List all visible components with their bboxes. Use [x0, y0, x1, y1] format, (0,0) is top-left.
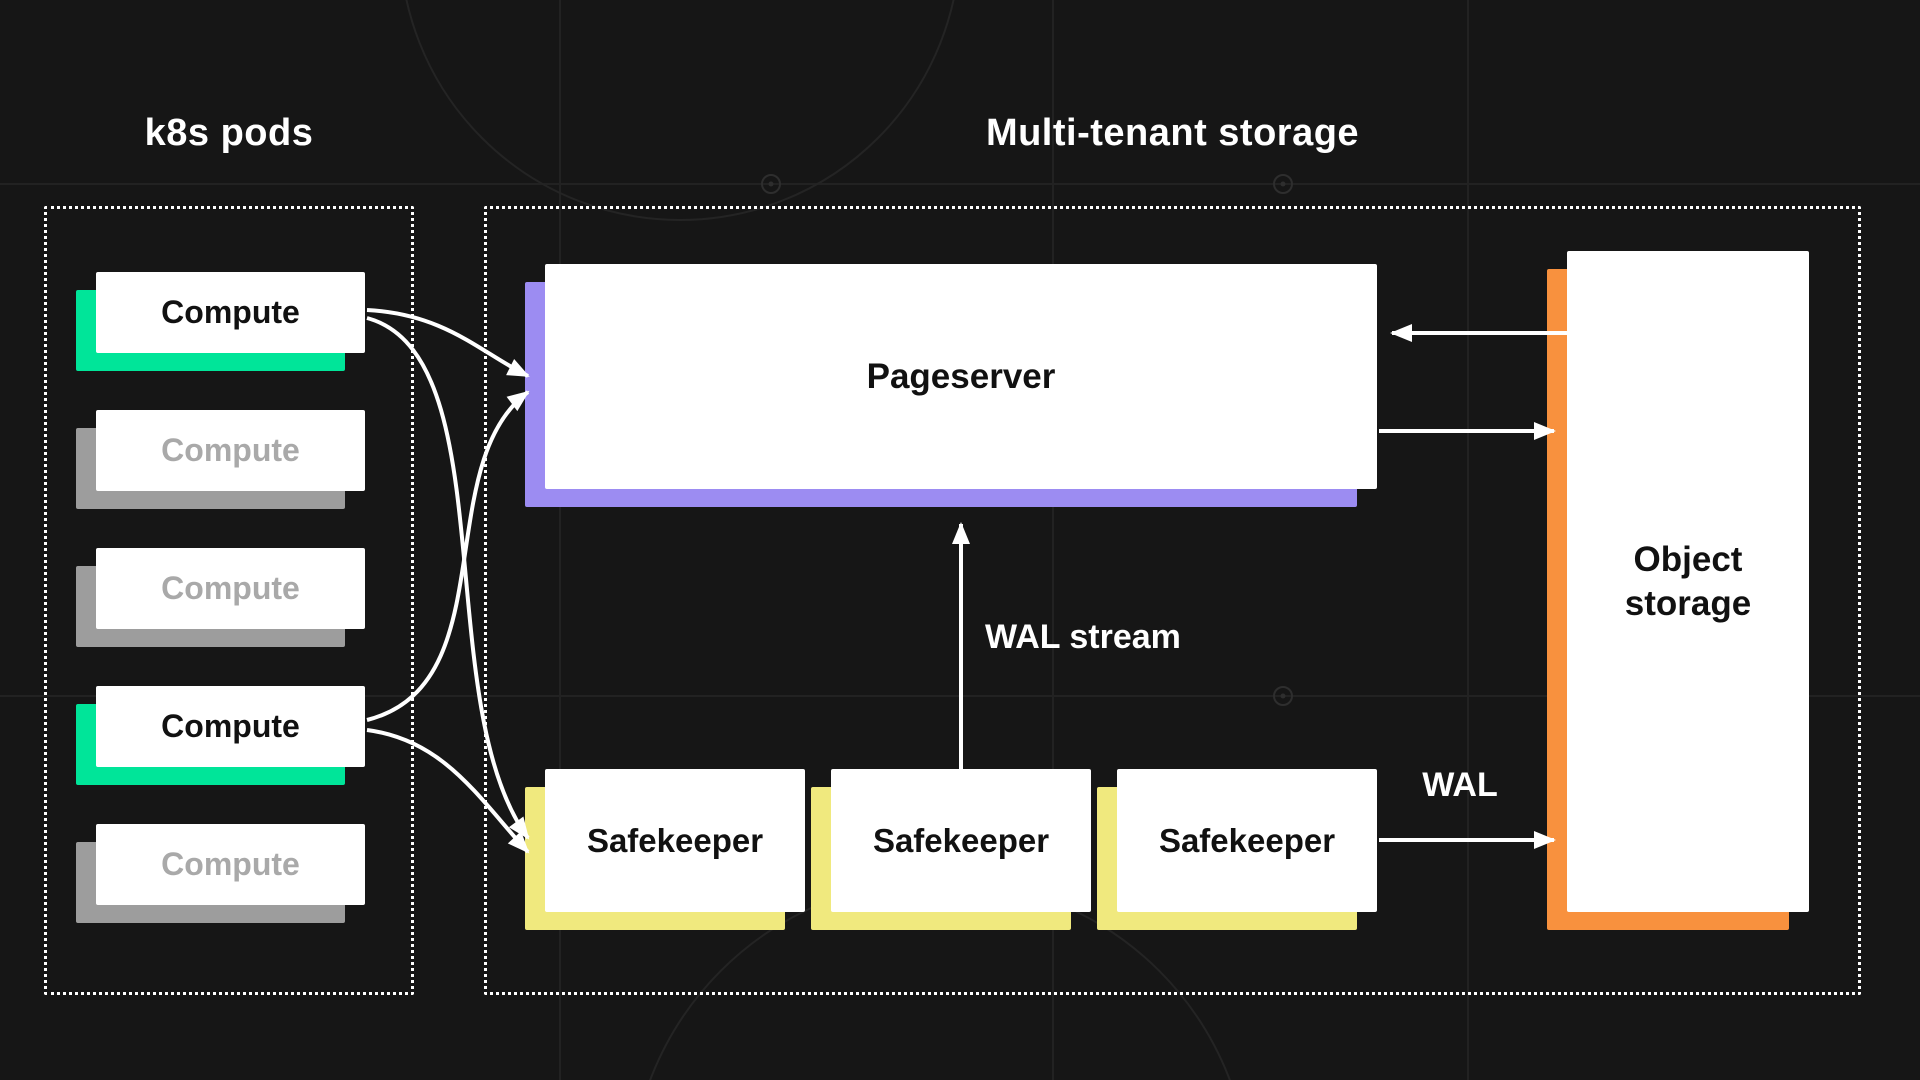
- pageserver-label: Pageserver: [866, 356, 1056, 396]
- compute-pod-5: Compute: [76, 824, 365, 923]
- pageserver-face: Pageserver: [545, 264, 1377, 489]
- compute-pod-4: Compute: [76, 686, 365, 785]
- compute-pod-3: Compute: [76, 548, 365, 647]
- safekeeper-face: Safekeeper: [545, 769, 805, 912]
- safekeeper-box-3: Safekeeper: [1097, 769, 1377, 930]
- compute-pod-label: Compute: [161, 432, 300, 468]
- safekeeper-box-1: Safekeeper: [525, 769, 805, 930]
- pod-face: Compute: [96, 686, 365, 767]
- safekeeper-face: Safekeeper: [831, 769, 1091, 912]
- pod-face: Compute: [96, 272, 365, 353]
- pod-face: Compute: [96, 410, 365, 491]
- safekeeper-label: Safekeeper: [872, 821, 1050, 859]
- compute-pod-label: Compute: [161, 708, 300, 744]
- object-storage-label: Object storage: [1624, 539, 1752, 623]
- multi-tenant-storage-title: Multi-tenant storage: [985, 112, 1360, 154]
- safekeeper-face: Safekeeper: [1117, 769, 1377, 912]
- wal-label: WAL: [1422, 766, 1498, 804]
- compute-pod-label: Compute: [161, 570, 300, 606]
- compute-pod-label: Compute: [161, 294, 300, 330]
- wal-stream-label: WAL stream: [985, 618, 1181, 656]
- safekeeper-label: Safekeeper: [586, 821, 764, 859]
- pageserver-box: Pageserver: [525, 264, 1377, 507]
- compute-pod-label: Compute: [161, 846, 300, 882]
- object-storage-box: Object storage: [1547, 251, 1809, 930]
- object-storage-face: Object storage: [1567, 251, 1809, 912]
- safekeeper-box-2: Safekeeper: [811, 769, 1091, 930]
- compute-pod-1: Compute: [76, 272, 365, 371]
- pod-face: Compute: [96, 824, 365, 905]
- k8s-pods-title: k8s pods: [144, 112, 314, 154]
- safekeeper-label: Safekeeper: [1158, 821, 1336, 859]
- compute-pod-2: Compute: [76, 410, 365, 509]
- pod-face: Compute: [96, 548, 365, 629]
